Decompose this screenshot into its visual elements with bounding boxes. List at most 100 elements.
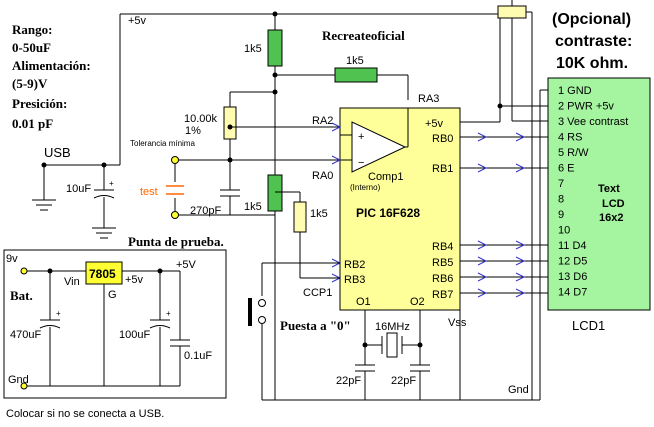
test-pin-bottom[interactable] (171, 211, 179, 219)
spec-presicion-value: 0.01 pF (12, 116, 53, 131)
test-pin-top[interactable] (171, 156, 179, 164)
lcd-module (547, 77, 651, 311)
reg-9v: 9v (6, 253, 18, 265)
pin-5v: +5v (425, 118, 444, 130)
pin-rb2: RB2 (344, 259, 365, 271)
junction (157, 268, 163, 274)
capacitor-270pf (220, 189, 240, 197)
spec-alimentacion-label: Alimentación: (12, 58, 91, 73)
label-gnd-right: Gnd (508, 384, 529, 396)
comp-label: Comp1 (368, 171, 403, 183)
spec-rango-value: 0-50uF (12, 40, 51, 55)
label-r-mid: 1k5 (244, 201, 262, 213)
reset-contact-bottom (258, 316, 266, 324)
arrow-rb1-lcd (515, 163, 526, 173)
pin-rb1: RB1 (432, 163, 453, 175)
capacitor-10uf: + (93, 179, 115, 199)
reg-vin: Vin (64, 276, 80, 288)
junction (227, 157, 233, 163)
pin-rb7: RB7 (432, 289, 453, 301)
arrow-rb5 (477, 256, 488, 266)
junction (362, 342, 368, 348)
lcd-pin-label: 10 (558, 225, 570, 237)
lcd-pin-label: 5 R/W (558, 147, 589, 159)
lcd-pin-label: 13 D6 (558, 271, 587, 283)
pin-rb6: RB6 (432, 273, 453, 285)
label-r-10k-tol: 1% (185, 125, 201, 137)
lcd-pin-label: 1 GND (558, 85, 592, 97)
spec-rango-label: Rango: (12, 22, 52, 37)
ground-symbol-cap (92, 227, 116, 239)
lcd-text-1: Text (598, 183, 620, 195)
lcd-pin-label: 3 Vee contrast (558, 116, 628, 128)
reg-input-terminal[interactable] (20, 267, 28, 275)
lcd-pin-label: 9 (558, 209, 564, 221)
reg-01uf: 0.1uF (184, 350, 212, 362)
pin-ccp1: CCP1 (303, 287, 332, 299)
pin-ra3: RA3 (418, 93, 439, 105)
reset-contact-top (258, 299, 266, 307)
label-5v-top: +5v (128, 15, 147, 27)
lcd-pin-label: 14 D7 (558, 287, 587, 299)
svg-text:+: + (56, 309, 61, 318)
label-r-10k: 10.00k (184, 113, 218, 125)
pin-o1: O1 (356, 296, 371, 308)
pic-label: PIC 16F628 (356, 206, 420, 220)
resistor-1k5-feedback (334, 67, 378, 83)
arrow-rb5-lcd (515, 256, 526, 266)
resistor-1k5-top (267, 29, 283, 67)
ground-symbol-usb (32, 199, 56, 211)
pin-vss: Vss (448, 317, 467, 329)
capacitor-100uf: + (149, 309, 171, 329)
lcd-text-2: LCD (602, 198, 625, 210)
lcd-pin-label: 6 E (558, 163, 575, 175)
pin-rb3: RB3 (344, 274, 365, 286)
capacitor-test (166, 185, 184, 195)
lcd-name: LCD1 (572, 318, 605, 333)
label-tolerancia: Tolerancia mínima (130, 139, 195, 148)
arrow-rb7 (477, 288, 488, 298)
lcd-pin-label: 4 RS (558, 132, 582, 144)
label-punta: Punta de prueba. (128, 234, 224, 249)
potentiometer[interactable] (497, 5, 527, 19)
lcd-text-3: 16x2 (599, 212, 623, 224)
junction (497, 103, 503, 109)
pin-rb4: RB4 (432, 241, 453, 253)
recreate-label: Recreateoficial (322, 28, 405, 43)
label-22pf-b: 22pF (391, 375, 416, 387)
contrast-label: contraste: (555, 33, 632, 50)
svg-text:+: + (109, 179, 114, 188)
lcd-pin-label: 2 PWR +5v (558, 101, 614, 113)
capacitor-22pf-b (410, 364, 430, 372)
label-22pf-a: 22pF (336, 375, 361, 387)
svg-text:+: + (166, 309, 171, 318)
resistor-1k5-mid (267, 174, 283, 212)
pin-ra0: RA0 (312, 170, 333, 182)
label-crystal: 16MHz (375, 321, 410, 333)
reg-100uf: 100uF (119, 329, 150, 341)
comparator (351, 121, 407, 173)
reg-470uf: 470uF (10, 329, 41, 341)
reg-g: G (108, 289, 117, 301)
arrow-rb4 (477, 240, 488, 250)
label-puesta: Puesta a "0" (280, 318, 351, 333)
arrow-rb0-lcd (515, 132, 526, 142)
lcd-pin-label: 11 D4 (558, 240, 587, 252)
junction (417, 342, 423, 348)
pin-o2: O2 (410, 296, 425, 308)
label-r-pic: 1k5 (310, 208, 328, 220)
arrow-rb1 (477, 163, 488, 173)
arrow-ra0 (331, 155, 342, 165)
comp-minus: − (358, 157, 364, 169)
resistor-10k (223, 106, 237, 140)
reg-gnd: Gnd (8, 374, 29, 386)
pin-rb0: RB0 (432, 133, 453, 145)
arrow-rb6 (477, 272, 488, 282)
arrow-rb7-lcd (515, 288, 526, 298)
usb-label: USB (44, 145, 71, 160)
arrow-ra2 (331, 122, 342, 132)
lcd-pin-label: 8 (558, 194, 564, 206)
spec-presicion-label: Presición: (12, 96, 67, 111)
resistor-1k5-pic (293, 201, 307, 233)
